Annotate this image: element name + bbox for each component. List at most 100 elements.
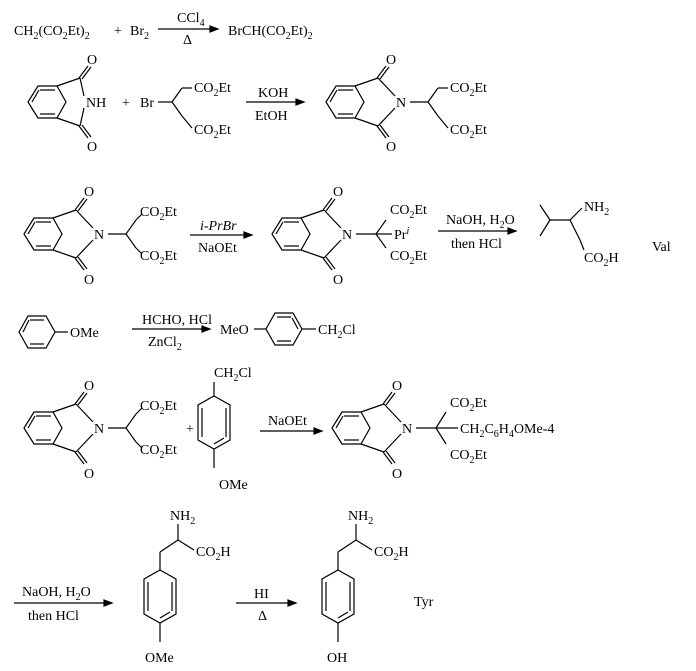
reaction5: O O N CO2Et CO2Et + CH2Cl OMe NaOEt (23, 366, 554, 493)
benzene-ring (271, 217, 311, 251)
oh-label: OH (327, 651, 347, 666)
benzene-ring (23, 217, 63, 251)
reaction6-reagent2-top: HI (254, 587, 269, 602)
reaction2-reagent-bottom: EtOH (255, 109, 288, 124)
ring-double-bond (335, 415, 344, 429)
ome-label: OMe (70, 326, 99, 341)
bond (52, 209, 77, 219)
tyrosine-name: Tyr (414, 595, 434, 610)
carbonyl-bond (322, 257, 333, 271)
carbonyl-bond (325, 198, 336, 212)
isopropyl-phthalimidomalonate: O O N CO2Et Pri CO2Et (271, 185, 427, 288)
reaction1: CH2(CO2Et)2 + Br2 CCl4 Δ BrCH(CO2Et)2 (14, 11, 313, 48)
alkylated-product-structure: O O N CO2Et CH2C6H4OMe-4 CO2Et (331, 379, 554, 482)
benzene-ring (143, 569, 177, 624)
bond (360, 403, 385, 413)
carbonyl-bond (379, 124, 390, 138)
nh-label: NH (86, 96, 106, 111)
carbonyl-bond (322, 197, 333, 211)
ring-double-bond (329, 89, 338, 103)
carbonyl-bond (74, 257, 85, 271)
oxygen-label: O (386, 140, 396, 155)
bond (375, 233, 387, 249)
carbonyl-bond (78, 65, 89, 79)
bond (125, 413, 137, 429)
reaction2-reagent-top: KOH (258, 86, 288, 101)
reaction6-arrowhead1 (103, 599, 114, 607)
bond (171, 87, 183, 103)
carbonyl-bond (77, 256, 88, 270)
oxygen-label: O (87, 53, 97, 68)
benzene-ring (321, 569, 355, 624)
reaction3-reagent1-bottom: NaOEt (198, 241, 237, 256)
carbonyl-bond (325, 256, 336, 270)
bond (360, 443, 385, 453)
bond (75, 433, 94, 453)
bond (354, 77, 379, 87)
methyltyrosine-structure: NH2 CO2H OMe (143, 509, 231, 666)
ome-label: OMe (219, 478, 248, 493)
ring-double-bond (159, 611, 171, 619)
reaction5-plus: + (186, 422, 194, 437)
valine-name: Val (652, 240, 671, 255)
bond (337, 539, 357, 553)
valine-structure: NH2 CO2H (539, 200, 619, 269)
oxygen-label: O (84, 273, 94, 288)
co2et-label: CO2Et (390, 203, 427, 221)
carbonyl-bond (74, 391, 85, 405)
bond (375, 219, 387, 235)
oxygen-label: O (386, 53, 396, 68)
reaction1-reagent-bottom: Δ (183, 33, 192, 48)
bromo-label: Br (140, 96, 154, 111)
ch2cl-label: CH2Cl (318, 323, 356, 341)
reaction4-reagent-top: HCHO, HCl (142, 313, 212, 328)
ring-double-bond (22, 319, 30, 333)
bond (79, 107, 85, 127)
carbonyl-bond (382, 451, 393, 465)
ring-double-bond (213, 437, 225, 445)
amine-label: NH2 (170, 509, 195, 527)
bond (355, 539, 373, 551)
ring-double-bond (27, 221, 36, 235)
bond (125, 233, 137, 249)
reaction6: NaOH, H2O then HCl NH2 CO2H OMe HI Δ NH2… (14, 509, 434, 666)
bond (75, 209, 94, 229)
benzene-ring (325, 85, 365, 119)
ch2cl-label: CH2Cl (214, 366, 252, 384)
tyrosine-structure: NH2 CO2H OH (321, 509, 409, 666)
nitrogen-label: N (94, 228, 104, 243)
bond (52, 403, 77, 413)
nitrogen-label: N (402, 422, 412, 437)
reaction4: OMe HCHO, HCl ZnCl2 MeO CH2Cl (18, 312, 356, 353)
bond (377, 107, 396, 127)
bromomalonate-structure: Br CO2Et CO2Et (140, 81, 231, 141)
co2et-label: CO2Et (140, 443, 177, 461)
oxygen-label: O (333, 185, 343, 200)
reaction6-reagent2-bottom: Δ (258, 609, 267, 624)
acid-label: CO2H (374, 545, 409, 563)
anisole-structure: OMe (18, 315, 99, 349)
bond (539, 219, 551, 237)
reaction3-reagent2-top: NaOH, H2O (446, 213, 515, 231)
bond (383, 433, 402, 453)
bond (569, 219, 581, 241)
carbonyl-bond (77, 392, 88, 406)
ring-double-bond (27, 415, 36, 429)
phthalimide-structure: O O NH (27, 53, 106, 155)
carbonyl-bond (74, 451, 85, 465)
co2et-label: CO2Et (194, 81, 231, 99)
reaction6-arrowhead2 (287, 599, 298, 607)
reaction2-arrowhead (295, 98, 306, 106)
co2et-label: CO2Et (194, 123, 231, 141)
co2et-label: CO2Et (140, 399, 177, 417)
carbonyl-bond (382, 391, 393, 405)
benzene-ring (18, 315, 56, 349)
ring-double-bond (337, 611, 349, 619)
bond (79, 77, 85, 97)
benzene-ring (197, 395, 231, 450)
phthalimidomalonate-reactant: O O N CO2Et CO2Et (23, 185, 177, 288)
bond (52, 249, 77, 259)
oxygen-label: O (392, 379, 402, 394)
reaction6-reagent1-bottom: then HCl (28, 609, 79, 624)
